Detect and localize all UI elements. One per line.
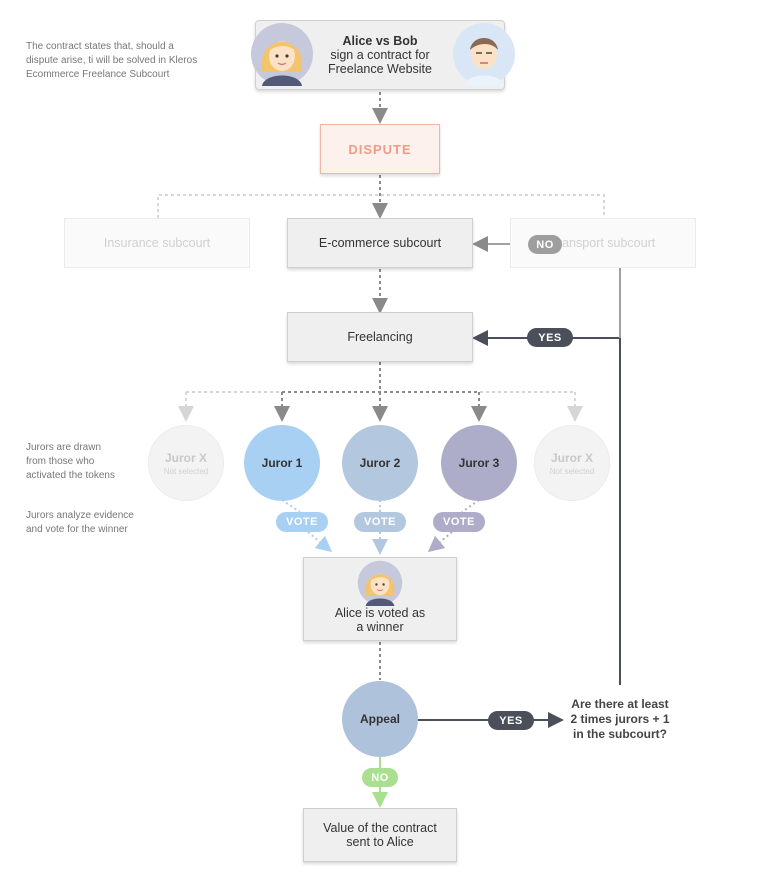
juror-3: Juror 3	[441, 425, 517, 501]
alice-winner-avatar-icon	[357, 560, 403, 606]
ecommerce-subcourt-box: E-commerce subcourt	[287, 218, 473, 268]
vote-pill-2: VOTE	[354, 512, 406, 532]
juror-x-left-sub: Not selected	[163, 466, 209, 476]
contract-line-3: Freelance Website	[328, 62, 432, 76]
alice-avatar-icon	[251, 23, 313, 86]
juror-2-label: Juror 2	[359, 456, 401, 470]
question-line-1: Are there at least	[571, 697, 669, 711]
juror-1: Juror 1	[244, 425, 320, 501]
jurors-drawn-note: Jurors are drawn from those who activate…	[26, 442, 115, 481]
yes-pill-subcourt: YES	[527, 328, 573, 347]
result-line-2: sent to Alice	[346, 835, 414, 849]
juror-x-left-label: Juror X	[164, 450, 207, 465]
dispute-box: DISPUTE	[320, 124, 440, 174]
contract-title: Alice vs Bob	[342, 34, 418, 48]
juror-x-left: Juror X Not selected	[148, 425, 224, 501]
appeal-label: Appeal	[359, 712, 400, 726]
juror-x-right: Juror X Not selected	[534, 425, 610, 501]
result-box: Value of the contract sent to Alice	[303, 808, 457, 862]
juror-1-label: Juror 1	[261, 456, 303, 470]
juror-x-right-sub: Not selected	[549, 466, 595, 476]
contract-note: The contract states that, should a dispu…	[26, 41, 198, 80]
jurors-analyze-note: Jurors analyze evidence and vote for the…	[26, 510, 134, 535]
vote-pill-1: VOTE	[276, 512, 328, 532]
freelancing-subcourt-box: Freelancing	[287, 312, 473, 362]
vote-pill-3: VOTE	[433, 512, 485, 532]
appeal-circle: Appeal	[342, 681, 418, 757]
juror-count-question: Are there at least 2 times jurors + 1 in…	[560, 697, 680, 742]
question-line-3: in the subcourt?	[573, 727, 667, 741]
juror-2: Juror 2	[342, 425, 418, 501]
question-line-2: 2 times jurors + 1	[570, 712, 670, 726]
winner-line-1: Alice is voted as	[334, 606, 426, 620]
no-pill-subcourt: NO	[528, 235, 562, 254]
bob-avatar-icon	[453, 23, 515, 86]
appeal-no-pill: NO	[362, 768, 398, 787]
juror-x-right-label: Juror X	[550, 450, 593, 465]
juror-3-label: Juror 3	[458, 456, 500, 470]
insurance-subcourt-box: Insurance subcourt	[64, 218, 250, 268]
appeal-yes-pill: YES	[488, 711, 534, 730]
contract-line-2: sign a contract for	[330, 48, 430, 62]
winner-line-2: a winner	[356, 620, 404, 634]
result-line-1: Value of the contract	[323, 821, 437, 835]
